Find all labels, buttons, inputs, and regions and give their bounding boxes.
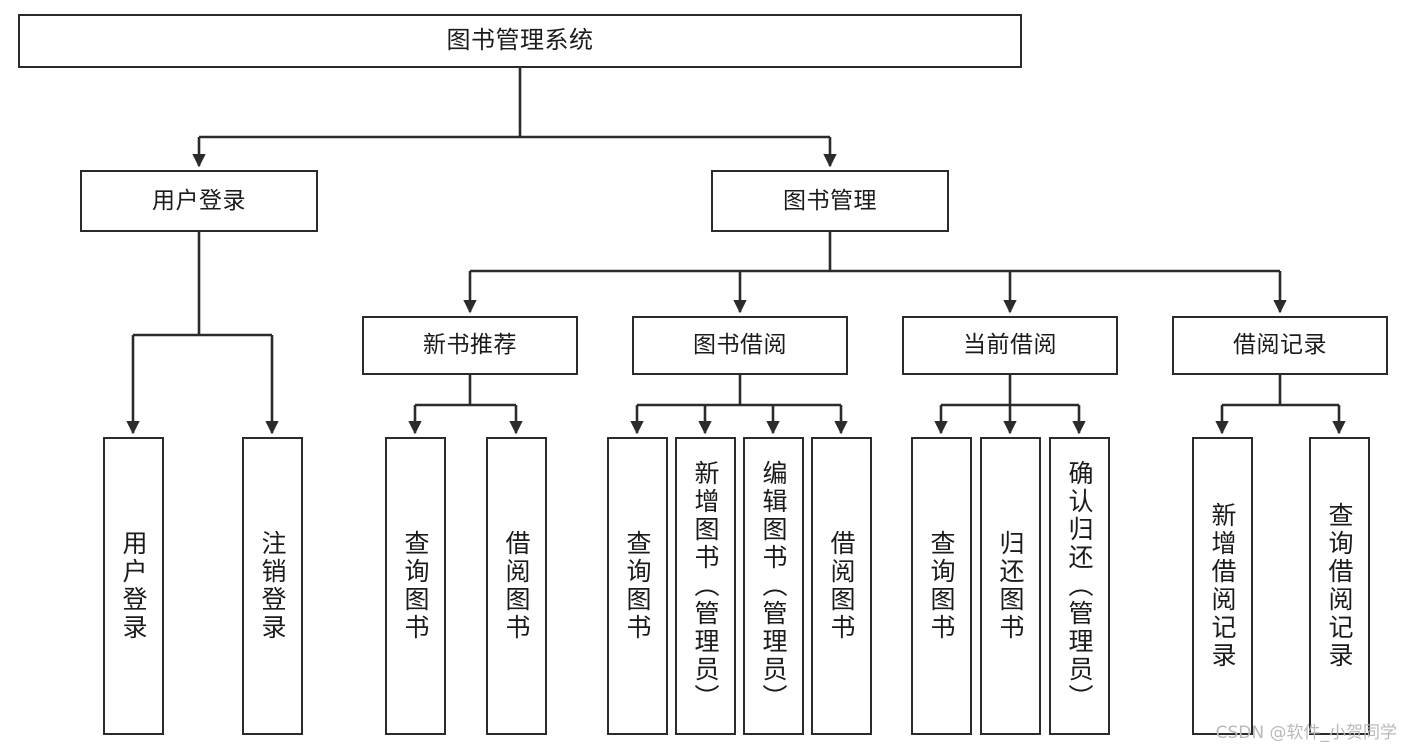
leaf-query-book-current[interactable]: 查询图书 bbox=[911, 437, 972, 735]
leaf-edit-book[interactable]: 编辑图书（管理员） bbox=[743, 437, 804, 735]
node-label: 查询借阅记录 bbox=[1325, 502, 1354, 670]
node-label: 借阅记录 bbox=[1233, 332, 1327, 359]
node-book-borrow[interactable]: 图书借阅 bbox=[632, 316, 848, 375]
node-label: 用户登录 bbox=[119, 530, 148, 642]
node-label: 确认归还（管理员） bbox=[1065, 460, 1094, 712]
node-current-borrow[interactable]: 当前借阅 bbox=[902, 316, 1118, 375]
leaf-borrow-book-recommend[interactable]: 借阅图书 bbox=[486, 437, 547, 735]
leaf-add-book[interactable]: 新增图书（管理员） bbox=[675, 437, 736, 735]
leaf-user-login[interactable]: 用户登录 bbox=[103, 437, 164, 735]
leaf-logout-login[interactable]: 注销登录 bbox=[242, 437, 303, 735]
node-label: 图书借阅 bbox=[693, 332, 787, 359]
leaf-borrow-book[interactable]: 借阅图书 bbox=[811, 437, 872, 735]
node-label: 查询图书 bbox=[401, 530, 430, 642]
leaf-query-book-recommend[interactable]: 查询图书 bbox=[385, 437, 446, 735]
csdn-watermark: CSDN @软件_小贺同学 bbox=[1215, 723, 1397, 743]
node-label: 用户登录 bbox=[152, 187, 246, 214]
node-label: 查询图书 bbox=[623, 530, 652, 642]
node-label: 查询图书 bbox=[927, 530, 956, 642]
node-label: 借阅图书 bbox=[502, 530, 531, 642]
node-label: 编辑图书（管理员） bbox=[759, 460, 788, 712]
node-label: 注销登录 bbox=[258, 530, 287, 642]
node-root-book-management-system[interactable]: 图书管理系统 bbox=[18, 14, 1022, 68]
leaf-add-borrow-record[interactable]: 新增借阅记录 bbox=[1192, 437, 1253, 735]
node-book-management[interactable]: 图书管理 bbox=[711, 170, 949, 232]
leaf-return-book[interactable]: 归还图书 bbox=[980, 437, 1041, 735]
node-user-login[interactable]: 用户登录 bbox=[80, 170, 318, 232]
node-label: 新增图书（管理员） bbox=[691, 460, 720, 712]
node-label: 新增借阅记录 bbox=[1208, 502, 1237, 670]
node-label: 图书管理 bbox=[783, 187, 877, 214]
leaf-confirm-return[interactable]: 确认归还（管理员） bbox=[1049, 437, 1110, 735]
leaf-query-borrow-record[interactable]: 查询借阅记录 bbox=[1309, 437, 1370, 735]
node-new-book-recommend[interactable]: 新书推荐 bbox=[362, 316, 578, 375]
node-label: 归还图书 bbox=[996, 530, 1025, 642]
node-label: 借阅图书 bbox=[827, 530, 856, 642]
node-label: 新书推荐 bbox=[423, 332, 517, 359]
node-borrow-record[interactable]: 借阅记录 bbox=[1172, 316, 1388, 375]
leaf-query-book-borrow[interactable]: 查询图书 bbox=[607, 437, 668, 735]
node-label: 当前借阅 bbox=[963, 332, 1057, 359]
node-label: 图书管理系统 bbox=[446, 26, 594, 55]
